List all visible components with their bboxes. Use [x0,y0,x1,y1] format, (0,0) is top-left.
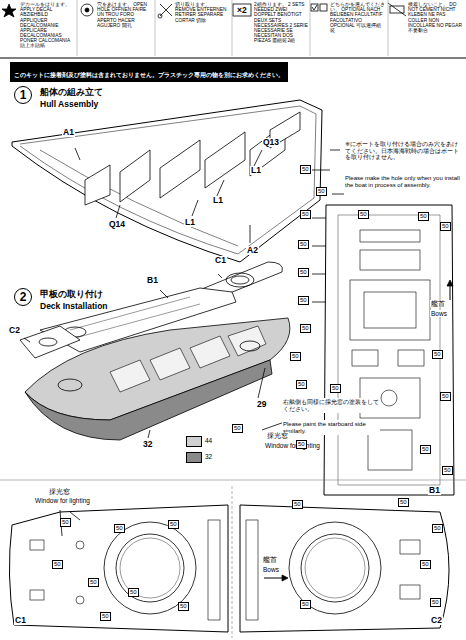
callout-number: 50 [330,384,341,393]
symbol-legend-text: 穴をあけます。 OPEN HOLE ÖFFNEN FAIRE UN TROU F… [97,2,152,28]
note-text: 艦首 [430,300,446,307]
note-text: Please make the hole only when you insta… [344,174,462,189]
part-number: L1 [212,196,224,205]
callout-number: 50 [292,500,303,509]
callout-number: 50 [298,240,309,249]
note-text: Please paint the starboard side similarl… [282,420,380,435]
callout-number: 50 [418,212,429,221]
note-text: Window for lighting [264,442,321,449]
callout-number: 50 [430,598,441,607]
callout-number: 50 [420,560,431,569]
callout-number: 50 [100,612,111,621]
callout-number: 50 [178,602,189,611]
note-text: 艦首 [262,556,278,563]
callout-number: 50 [298,268,309,277]
callout-number: 50 [298,296,309,305]
notice-band: このキットに接着剤及び塗料は含まれておりません。プラスチック専用の物を別にお求め… [10,62,288,82]
callout-number: 50 [300,600,311,609]
note-text: Window for lighting [34,497,91,504]
part-number: C2 [8,326,21,335]
callout-number: 50 [60,518,71,527]
step-title: Deck Installation [40,302,108,311]
callout-number: 50 [52,560,63,569]
note-text: Bows [262,566,280,573]
callout-number: 50 [232,424,243,433]
note-text: 採光窓 [266,432,289,439]
callout-number: 50 [300,210,311,219]
part-number: ×2 [236,6,248,15]
callout-number: 50 [358,210,369,219]
part-number: B1 [146,276,159,285]
note-text: ※にボートを取り付ける場合のみ穴をあけてください。日本海海戦時の場合はボートを取… [344,140,462,162]
callout-number: 50 [296,440,307,449]
callout-number: 50 [316,187,327,196]
step-number: 2 [14,288,32,306]
callout-number: 50 [300,324,311,333]
part-number: C1 [214,256,227,265]
part-number: A1 [62,128,75,137]
step-title: 甲板の取り付け [40,290,103,300]
callout-number: 50 [440,222,451,231]
note-text: 採光窓 [48,488,71,495]
callout-number: 50 [296,380,307,389]
callout-number: 50 [432,524,443,533]
callout-number: 50 [442,466,453,475]
part-number: L1 [250,166,262,175]
color-swatch [186,436,202,447]
symbol-legend-text: デカールをはります。 APPLY DECAL ABZIEHBILD APPLIQ… [20,2,75,49]
part-number: Q14 [108,220,126,229]
callout-number: 50 [420,445,431,454]
callout-number: 50 [440,392,451,401]
part-number: C2 [430,616,443,625]
part-number: B1 [428,486,441,495]
callout-number: 50 [398,498,409,507]
part-number: L1 [184,218,196,227]
paint-number: 32 [204,453,213,460]
callout-number: 50 [88,578,99,587]
symbol-legend-text: 切り取ります。 REMOVE ENTFERNEN RETIRER SEPARAR… [175,2,230,23]
symbol-legend-text: どちらかを選んでください。 OPTIONAL NACH BELIEBEN FAC… [330,2,385,33]
paint-number: 44 [204,437,213,444]
step-title: 船体の組み立て [40,88,103,98]
callout-number: 50 [432,350,443,359]
part-number: Q13 [262,138,280,147]
notice-text: このキットに接着剤及び塗料は含まれておりません。プラスチック専用の物を別にお求め… [14,72,284,78]
part-number: 29 [256,400,267,409]
callout-number: 50 [300,165,311,174]
part-number: A2 [246,246,259,255]
color-swatch [186,452,202,463]
step-title: Hull Assembly [40,100,98,109]
callout-number: 50 [290,352,301,361]
part-number: 32 [142,440,153,449]
note-text: 右舷側も同様に採光窓の塗装をしてください。 [282,398,380,413]
callout-number: 50 [128,588,139,597]
step-number: 1 [14,86,32,104]
symbol-legend-text: 接着しないこと。 DO NOT CEMENT NICHT KLEBEN NE P… [408,2,463,33]
symbol-legend-text: 2組作ります。 2 SETS NEEDED ZWEI DOPPELT BENÖT… [254,2,309,43]
callout-number: 50 [168,520,179,529]
part-number: C1 [14,616,27,625]
callout-number: 50 [114,524,125,533]
note-text: Bows [430,310,448,317]
